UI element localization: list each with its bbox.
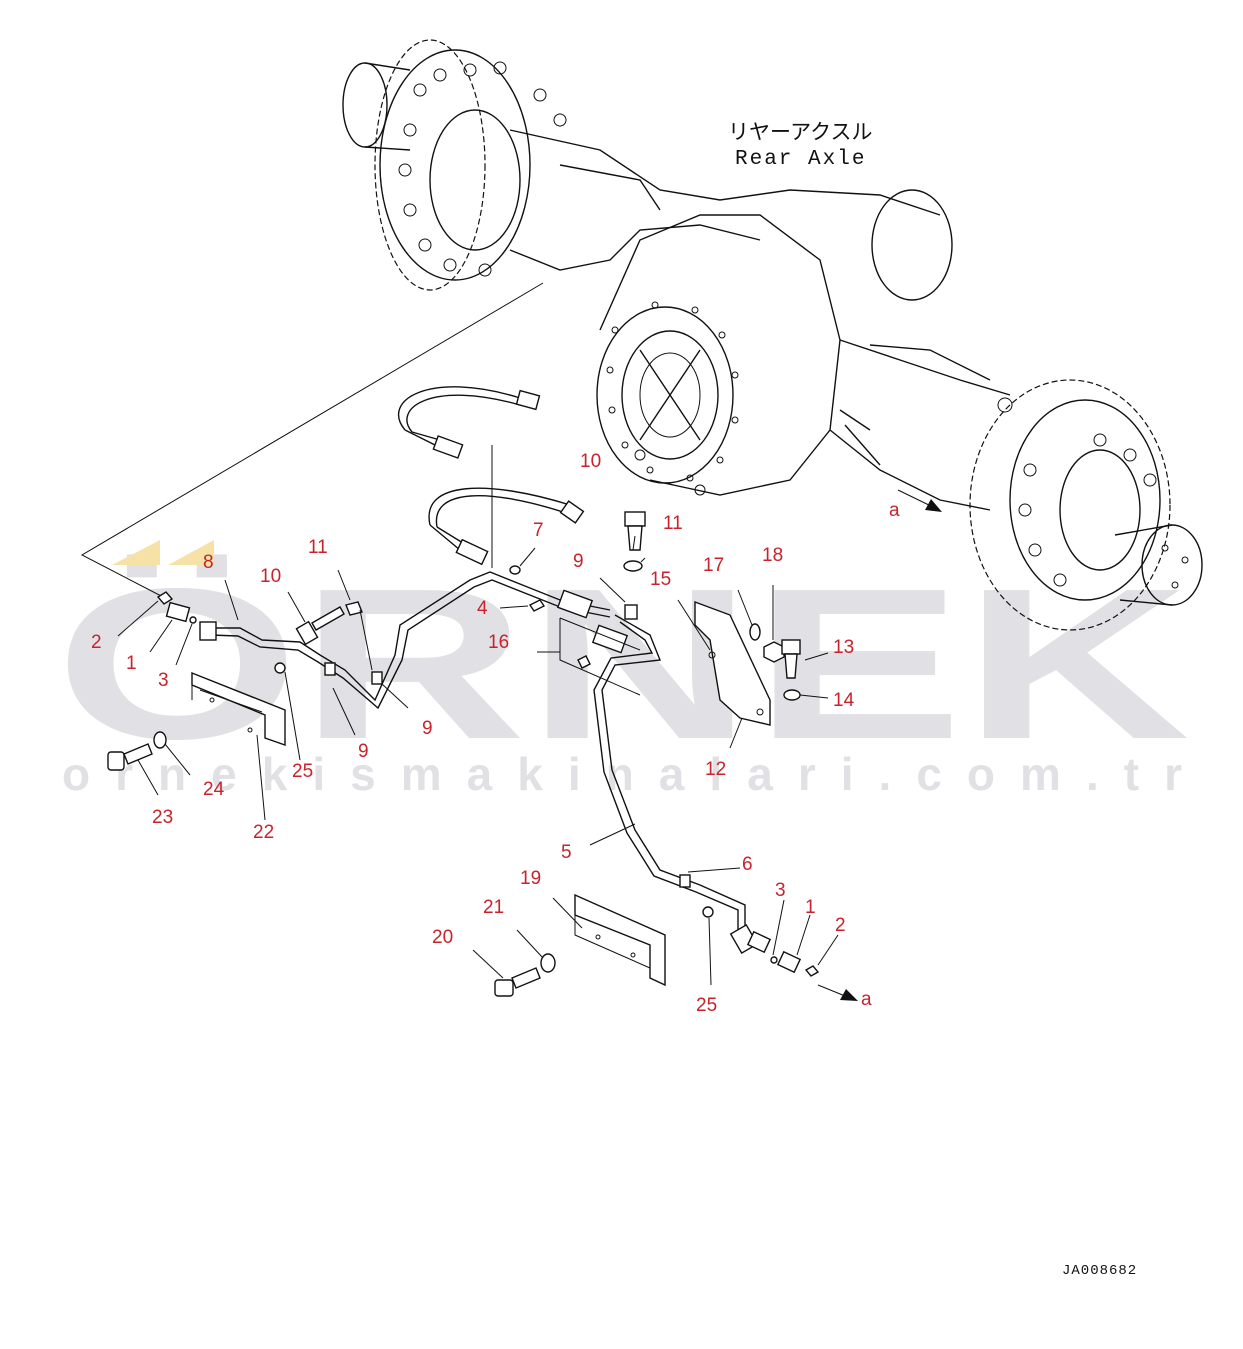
callout-9: 9 [422, 718, 433, 739]
callout-6: 6 [742, 854, 753, 875]
title-japanese: リヤーアクスル [728, 122, 872, 146]
brackets [191, 600, 771, 987]
rear-axle-drawing [342, 39, 1203, 631]
callout-a: a [861, 989, 872, 1010]
callout-1: 1 [126, 653, 137, 674]
callout-16: 16 [488, 632, 509, 653]
arrow-a-top [897, 489, 942, 512]
title-english: Rear Axle [735, 148, 866, 171]
callout-12: 12 [705, 759, 726, 780]
callout-25: 25 [292, 761, 313, 782]
callout-7: 7 [533, 520, 544, 541]
watermark-accent-left [112, 540, 160, 565]
callout-11: 11 [308, 537, 328, 558]
callout-23: 23 [152, 807, 173, 828]
callout-18: 18 [762, 545, 783, 566]
callout-1: 1 [805, 897, 816, 918]
callout-9: 9 [573, 551, 584, 572]
callout-3: 3 [158, 670, 169, 691]
callout-17: 17 [703, 555, 724, 576]
callout-10: 10 [580, 451, 601, 472]
leader-lines [117, 535, 839, 986]
callouts: 2 1 3 8 10 11 25 9 9 24 23 22 7 4 16 9 1… [91, 451, 900, 1016]
hoses [398, 386, 585, 568]
hardware [107, 511, 820, 997]
callout-25: 25 [696, 995, 717, 1016]
callout-22: 22 [253, 822, 274, 843]
callout-2: 2 [835, 915, 846, 936]
callout-21: 21 [483, 897, 504, 918]
reference-leader [80, 282, 544, 599]
callout-5: 5 [561, 842, 572, 863]
callout-8: 8 [203, 552, 214, 573]
callout-11: 11 [663, 513, 683, 534]
watermark-accent-right [168, 540, 214, 565]
callout-3: 3 [775, 880, 786, 901]
callout-14: 14 [833, 690, 855, 711]
watermark: ÖRNEK ornekismakinalari.com.tr [55, 540, 1190, 800]
arrow-a-bottom [817, 984, 858, 1001]
callout-20: 20 [432, 927, 453, 948]
callout-24: 24 [203, 779, 225, 800]
callout-15: 15 [650, 569, 671, 590]
callout-2: 2 [91, 632, 102, 653]
callout-19: 19 [520, 868, 541, 889]
callout-4: 4 [477, 598, 488, 619]
callout-9: 9 [358, 741, 369, 762]
callout-10: 10 [260, 566, 281, 587]
callout-13: 13 [833, 637, 854, 658]
callout-a: a [889, 500, 900, 521]
drawing-code: JA008682 [1062, 1263, 1137, 1279]
